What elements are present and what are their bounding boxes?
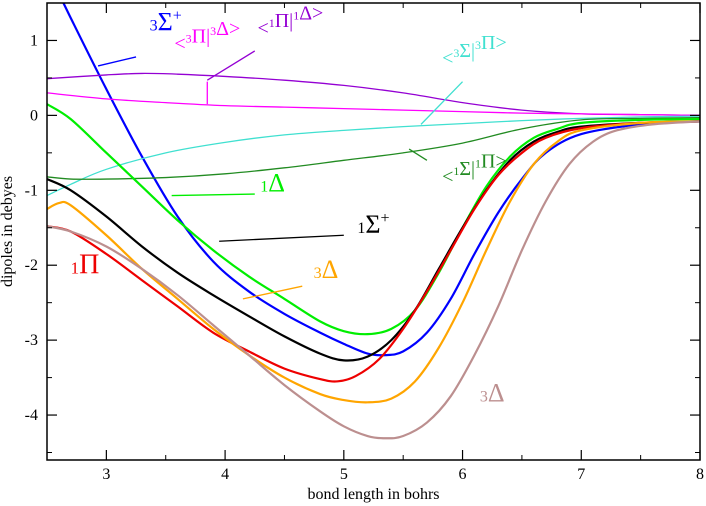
y-tick-label: -4 [25,407,38,424]
ann-1delta-leader [171,193,255,197]
y-tick-label: -2 [25,257,38,274]
y-tick-label: -1 [25,182,38,199]
annotation-leaders [97,50,464,300]
y-tick-label: 0 [30,107,38,124]
ann-1pi-label: 1Π [71,249,100,280]
series-line-8 [47,120,700,404]
series-line-7 [47,120,700,383]
ann-3delta-orange-leader [242,285,303,300]
series-line-3 [47,115,700,197]
ann-1delta-label: 1Δ [260,169,285,198]
plot-frame [46,2,701,461]
ann-3delta-brown-label: 3Δ [480,378,505,407]
x-tick-label: 6 [459,466,467,483]
series-layer [47,3,700,440]
series-line-9 [47,120,700,440]
ann-3delta-orange-label: 3Δ [314,255,339,284]
x-tick-label: 3 [102,466,110,483]
x-axis-label: bond length in bohrs [308,486,440,503]
ann-3sigma-3pi-label: <3Σ|3Π> [442,32,507,69]
ann-1sigma-plus-leader [219,234,344,242]
series-line-6 [47,120,700,362]
y-axis-label: dipoles in debyes [0,176,16,287]
ann-1pi-1delta-leader [206,50,256,81]
x-tick-label: 5 [340,466,348,483]
axis-ticks: 3 4 5 6 7 8 1 0 -1 -2 -3 -4 [25,2,704,483]
x-tick-label: 8 [696,466,704,483]
annotation-labels: 3Σ+<3Π|3Δ> <1Π|1Δ> <3Σ|3Π> <1Σ|1Π> 1Δ 1Σ+ 1Π 3Δ… [71,2,507,407]
y-tick-label: 1 [30,32,38,49]
ann-1pi-1delta-label: <1Π|1Δ> [257,2,323,39]
ann-1sigma-1pi-label: <1Σ|1Π> [442,151,507,188]
y-tick-label: -3 [25,332,38,349]
ann-1sigma-plus-label: 1Σ+ [357,210,389,239]
series-line-4 [47,116,700,180]
x-tick-label: 7 [577,466,585,483]
series-line-2 [47,92,700,117]
ann-3sigma-plus-label: 3Σ+ [150,8,182,37]
ann-3pi-3delta-label: <3Π|3Δ> [174,18,240,55]
ann-3sigma-plus-leader [97,56,137,67]
ann-1sigma-1pi-leader [408,148,428,161]
ann-3sigma-3pi-leader [420,81,464,125]
series-line-5 [47,103,700,336]
x-tick-label: 4 [221,466,229,483]
